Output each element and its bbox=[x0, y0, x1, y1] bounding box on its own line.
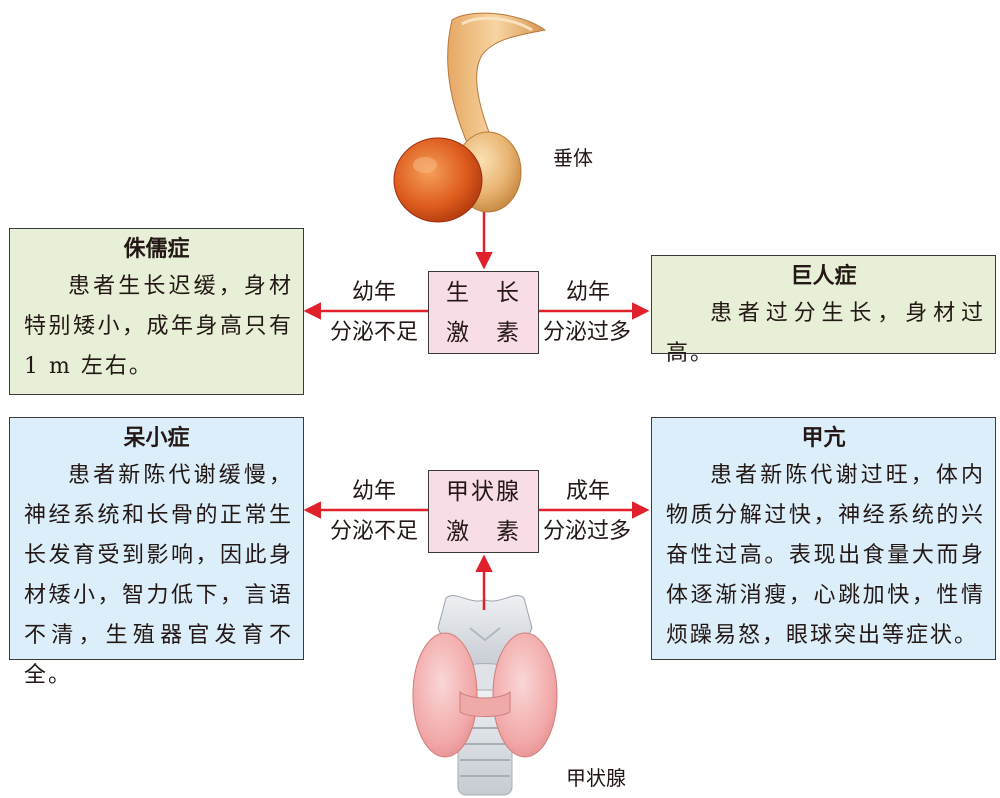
gh-right-bottom-label: 分泌过多 bbox=[543, 320, 632, 345]
th-left-bottom-label: 分泌不足 bbox=[330, 519, 419, 544]
gigantism-title: 巨人症 bbox=[790, 264, 857, 289]
growth-hormone-box: 生 长 激 素 bbox=[428, 271, 539, 354]
thyroid-hormone-line2: 激 素 bbox=[446, 518, 521, 545]
gh-right-top-label: 幼年 bbox=[566, 280, 611, 305]
dwarfism-box: 侏儒症 患者生长迟缓，身材特别矮小，成年身高只有 1 m 左右。 bbox=[9, 228, 304, 395]
growth-hormone-line1: 生 长 bbox=[446, 279, 521, 306]
th-right-bottom-label: 分泌过多 bbox=[543, 519, 632, 544]
thyroid-illustration bbox=[412, 595, 558, 796]
dwarfism-title: 侏儒症 bbox=[123, 237, 190, 262]
thyroid-hormone-line1: 甲状腺 bbox=[446, 478, 521, 505]
cretinism-text: 患者新陈代谢缓慢，神经系统和长骨的正常生长发育受到影响，因此身材矮小，智力低下，… bbox=[24, 463, 293, 688]
th-right-top-label: 成年 bbox=[566, 479, 611, 504]
cretinism-box: 呆小症 患者新陈代谢缓慢，神经系统和长骨的正常生长发育受到影响，因此身材矮小，智… bbox=[9, 417, 304, 688]
gigantism-box: 巨人症 患者过分生长，身材过高。 bbox=[651, 255, 996, 366]
dwarfism-text: 患者生长迟缓，身材特别矮小，成年身高只有 1 m 左右。 bbox=[24, 274, 293, 379]
th-left-top-label: 幼年 bbox=[352, 479, 397, 504]
thyroid-label: 甲状腺 bbox=[566, 766, 626, 790]
thyroid-hormone-box: 甲状腺 激 素 bbox=[428, 470, 539, 553]
hyperthyroidism-box: 甲亢 患者新陈代谢过旺，体内物质分解过快，神经系统的兴奋性过高。表现出食量大而身… bbox=[651, 417, 996, 660]
gigantism-text: 患者过分生长，身材过高。 bbox=[666, 301, 985, 366]
pituitary-illustration bbox=[393, 12, 547, 223]
hyperthyroidism-title: 甲亢 bbox=[801, 426, 846, 451]
cretinism-title: 呆小症 bbox=[123, 426, 190, 451]
gh-left-bottom-label: 分泌不足 bbox=[330, 320, 419, 345]
gh-left-top-label: 幼年 bbox=[352, 280, 397, 305]
growth-hormone-line2: 激 素 bbox=[446, 319, 521, 346]
pituitary-label: 垂体 bbox=[553, 146, 593, 170]
hyperthyroidism-text: 患者新陈代谢过旺，体内物质分解过快，神经系统的兴奋性过高。表现出食量大而身体逐渐… bbox=[666, 463, 985, 648]
